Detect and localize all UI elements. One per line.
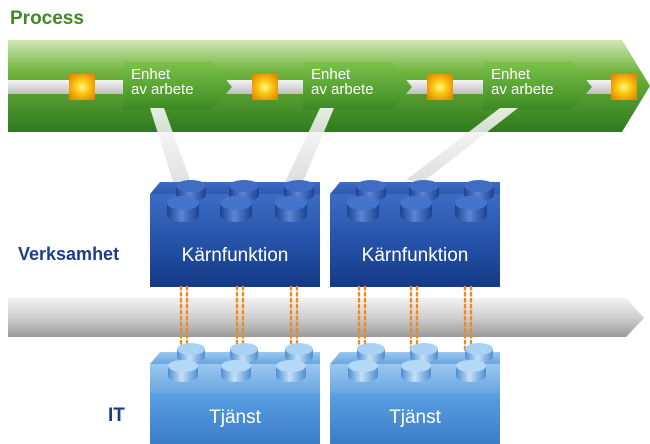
it-layer-label: IT bbox=[108, 405, 125, 426]
stud bbox=[465, 343, 493, 363]
stud bbox=[167, 196, 199, 222]
work-unit-line1: Enhet bbox=[131, 66, 171, 83]
service-label-2: Tjänst bbox=[389, 407, 441, 428]
work-unit-shape-2 bbox=[303, 62, 412, 110]
stud bbox=[347, 196, 379, 222]
core-function-label-1: Kärnfunktion bbox=[181, 245, 289, 266]
stud bbox=[230, 343, 258, 363]
stud bbox=[455, 196, 487, 222]
work-unit-line1: Enhet bbox=[311, 66, 351, 83]
work-unit-shape-3 bbox=[483, 62, 592, 110]
milestone-marker bbox=[69, 74, 95, 100]
stud bbox=[276, 360, 306, 382]
work-unit-line2: av arbete bbox=[491, 81, 554, 98]
work-unit-line2: av arbete bbox=[131, 81, 194, 98]
stud bbox=[220, 196, 252, 222]
work-unit-label-1: Enhet av arbete bbox=[131, 67, 194, 97]
business-layer-label: Verksamhet bbox=[18, 244, 120, 264]
it-studs bbox=[168, 343, 493, 382]
stud bbox=[285, 343, 313, 363]
stud bbox=[357, 343, 385, 363]
stud bbox=[409, 180, 439, 201]
stud bbox=[221, 360, 251, 382]
work-unit-line1: Enhet bbox=[491, 66, 531, 83]
work-unit-line2: av arbete bbox=[311, 81, 374, 98]
service-label-1: Tjänst bbox=[209, 407, 261, 428]
stud bbox=[401, 360, 431, 382]
business-studs bbox=[167, 180, 494, 222]
core-function-label-2: Kärnfunktion bbox=[361, 245, 469, 266]
work-unit-label-2: Enhet av arbete bbox=[311, 67, 374, 97]
milestone-marker bbox=[252, 74, 278, 100]
stud bbox=[275, 196, 307, 222]
stud bbox=[456, 360, 486, 382]
work-unit-label-3: Enhet av arbete bbox=[491, 67, 554, 97]
stud bbox=[410, 343, 438, 363]
process-title: Process bbox=[10, 8, 84, 29]
middle-band bbox=[8, 298, 644, 337]
stud bbox=[348, 360, 378, 382]
stud bbox=[177, 343, 205, 363]
work-unit-shape-1 bbox=[123, 62, 232, 110]
milestone-marker bbox=[611, 74, 637, 100]
milestone-marker bbox=[427, 74, 453, 100]
callout-beams bbox=[150, 108, 518, 188]
stud bbox=[168, 360, 198, 382]
dotted-connectors bbox=[179, 285, 473, 354]
stud bbox=[400, 196, 432, 222]
